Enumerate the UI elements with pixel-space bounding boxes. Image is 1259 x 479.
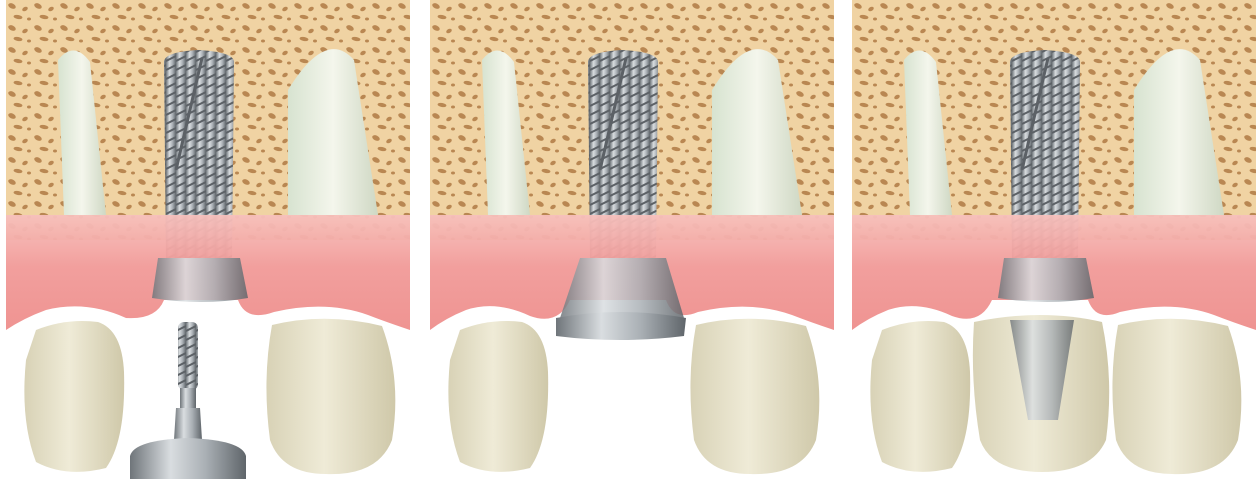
- crown-right: [1112, 319, 1241, 474]
- crown-right: [690, 319, 819, 474]
- panel-1-drawing: [6, 0, 410, 479]
- panel-2: [430, 0, 834, 479]
- crown-left: [448, 321, 548, 472]
- panel-2-drawing: [430, 0, 834, 479]
- abutment-screw: [178, 322, 198, 390]
- abutment-collar: [174, 408, 202, 440]
- abutment-shaft: [180, 388, 196, 410]
- implant-neck: [152, 258, 248, 302]
- panel-3-drawing: [852, 0, 1256, 479]
- crown-right: [266, 319, 395, 474]
- healing-cap: [556, 312, 686, 340]
- panel-3: [852, 0, 1256, 479]
- crown-left: [24, 321, 124, 472]
- crown-left: [870, 321, 970, 472]
- implant-neck: [998, 258, 1094, 302]
- healing-abutment: [130, 322, 246, 479]
- abutment-cap: [130, 438, 246, 479]
- panel-1: [6, 0, 410, 479]
